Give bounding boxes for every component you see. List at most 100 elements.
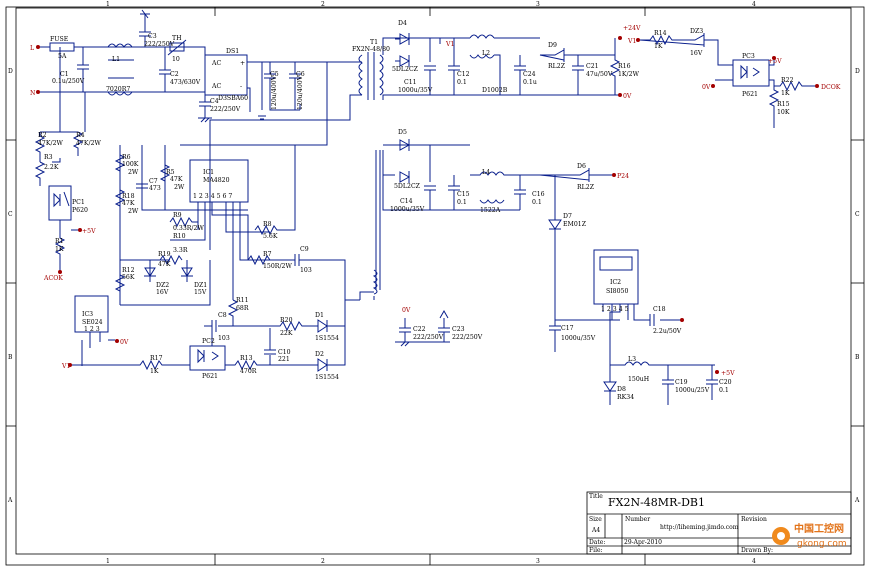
net-l: L — [30, 45, 34, 52]
dz1-value: 15V — [194, 289, 207, 296]
ds1-ac1: AC — [211, 60, 221, 67]
c9-label: C9 — [300, 246, 309, 253]
ic2-value: SI8050 — [606, 288, 628, 295]
file-label: File: — [589, 547, 603, 554]
net-5v-pc3: +5V — [768, 58, 782, 65]
net-labels: L N ACOK +5V V1 V1 +24V 0V +5V 0V DCOK P… — [30, 25, 841, 377]
l3-value: 150uH — [628, 376, 650, 383]
ic1-label: IC1 — [203, 169, 214, 176]
r19-value: 47K — [158, 261, 171, 268]
c1-value: 0.1u/250V — [52, 78, 85, 85]
c9-value: 103 — [300, 267, 312, 274]
net-5v-pc1: +5V — [82, 228, 96, 235]
r4-value: 47K/2W — [76, 140, 102, 147]
c8-label: C8 — [218, 312, 227, 319]
c21-value: 47u/50V — [586, 71, 613, 78]
watermark-site: gkong.com — [797, 539, 847, 549]
row-label: B — [8, 354, 13, 361]
l4-label: L4 — [482, 169, 490, 176]
dz1-label: DZ1 — [194, 282, 207, 289]
r10-value: 3.3R — [173, 247, 188, 254]
r8-label: R8 — [263, 221, 272, 228]
r19-label: R19 — [158, 251, 171, 258]
size-label: Size — [589, 516, 602, 523]
r7-value: 150R/2W — [263, 263, 292, 270]
l1-value: 7020R7 — [106, 86, 130, 93]
c5-label: C5 — [270, 71, 279, 78]
c5-value: 120u/400V — [271, 75, 278, 110]
zone-labels: 1 2 3 4 1 2 3 4 D C B A D C B A — [7, 1, 860, 565]
drawing-title: FX2N-48MR-DB1 — [608, 496, 705, 509]
date-value: 29-Apr-2010 — [624, 539, 662, 546]
fuse-symbol — [49, 42, 75, 52]
c24-label: C24 — [523, 71, 536, 78]
r5-watt: 2W — [174, 184, 185, 191]
c22-value: 222/250V — [413, 334, 444, 341]
transformer-t1 — [209, 52, 384, 300]
ic2-pins: 1 2 3 4 5 — [601, 306, 629, 313]
title-label: Title — [589, 493, 603, 500]
c18-value: 2.2u/50V — [653, 328, 682, 335]
r22-label: R22 — [781, 77, 794, 84]
r15-label: R15 — [777, 101, 790, 108]
col-label: 4 — [752, 1, 756, 8]
pc3-label: PC3 — [742, 53, 755, 60]
row-label: C — [8, 211, 13, 218]
d5-label: D5 — [398, 129, 407, 136]
c14-label: C14 — [400, 198, 413, 205]
row-label: D — [8, 68, 13, 75]
c4-value: 222/250V — [210, 106, 241, 113]
l2-label: L2 — [482, 50, 490, 57]
c17-label: C17 — [561, 325, 574, 332]
title-block: Title FX2N-48MR-DB1 Size A4 Number http:… — [586, 491, 852, 555]
c7-label: C7 — [149, 178, 158, 185]
r13-value: 470R — [240, 368, 257, 375]
ic3-pins: 1 2 3 — [84, 326, 100, 333]
pc1-value: P620 — [72, 207, 88, 214]
dz3-value: 16V — [690, 50, 703, 57]
c15-label: C15 — [457, 191, 470, 198]
r12-value: 56K — [122, 274, 135, 281]
number-label: Number — [625, 516, 650, 523]
c15-value: 0.1 — [457, 199, 467, 206]
net-dot — [36, 90, 40, 94]
pc2-label: PC2 — [202, 338, 215, 345]
c8-value: 103 — [218, 335, 230, 342]
r11-label: R11 — [236, 297, 249, 304]
c12-value: 0.1 — [457, 79, 467, 86]
d4-value: 5DL2CZ — [392, 66, 419, 73]
fuse-value: 5A — [58, 53, 67, 60]
ds1-value: D3SBA60 — [218, 95, 248, 102]
net-0v-ic3: 0V — [120, 339, 129, 346]
r3-label: R3 — [44, 154, 53, 161]
dz3-label: DZ3 — [690, 28, 703, 35]
pc1-section — [34, 47, 86, 274]
r17-value: 1K — [150, 368, 159, 375]
r3-value: 2.2K — [44, 164, 59, 171]
date-label: Date: — [589, 539, 605, 546]
net-v1-bottom: V1 — [61, 363, 70, 370]
c10-label: C10 — [278, 349, 291, 356]
net-acok: ACOK — [43, 275, 63, 282]
l4-value: 1522A — [480, 207, 501, 214]
net-0v-mid: 0V — [402, 307, 411, 314]
r12-label: R12 — [122, 267, 135, 274]
drawn-by-label: Drawn By: — [741, 547, 773, 554]
c23-label: C23 — [452, 326, 465, 333]
pc2-value: P621 — [202, 373, 218, 380]
d4-label: D4 — [398, 20, 407, 27]
c3-label: C3 — [148, 33, 157, 40]
r6-label: R6 — [122, 154, 131, 161]
bridge-rectifier — [204, 54, 248, 96]
r14-label: R14 — [654, 30, 667, 37]
l2-value: D1002B — [482, 87, 508, 94]
net-0v-pc3: 0V — [702, 84, 711, 91]
net-24v: +24V — [623, 25, 641, 32]
row-label: C — [855, 211, 860, 218]
r10-label: R10 — [173, 233, 186, 240]
d6-label: D6 — [577, 163, 586, 170]
r18-watt: 2W — [128, 208, 139, 215]
ic1-value: MA4820 — [203, 177, 230, 184]
d6-value: RL2Z — [577, 184, 595, 191]
r5-label: R5 — [166, 169, 175, 176]
